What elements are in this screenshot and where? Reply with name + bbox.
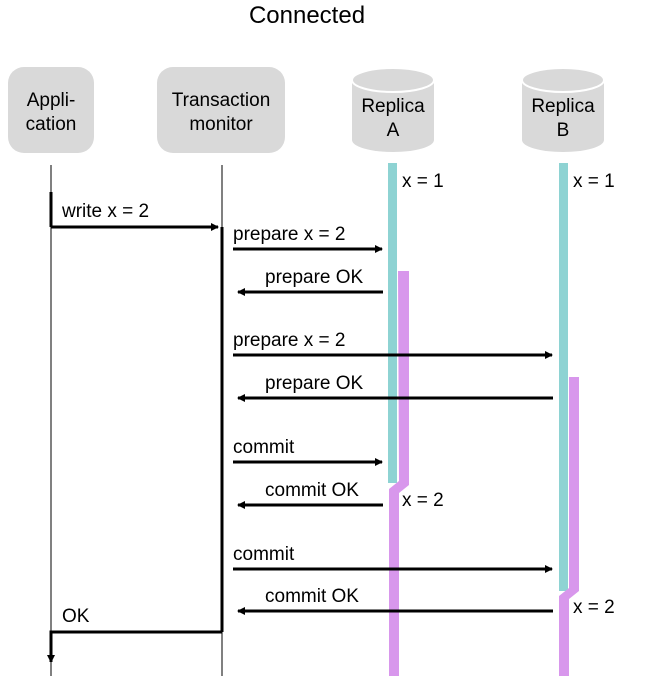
- replica-a-label-line1: Replica: [361, 96, 425, 117]
- replica-a-new-value-bar: [389, 271, 409, 676]
- replica-b-new-value-bar: [559, 377, 579, 676]
- commit-b-label: commit: [233, 544, 295, 565]
- participant-replica-a: Replica A: [351, 67, 435, 152]
- replica-a-cylinder-top: [351, 67, 435, 93]
- application-label-line2: cation: [26, 114, 77, 135]
- transaction-monitor-label-line2: monitor: [189, 114, 253, 135]
- replica-a-final-state: x = 2: [402, 490, 444, 511]
- replica-a-cylinder-icon: [352, 80, 434, 152]
- replica-b-old-value-bar: [559, 163, 568, 591]
- write-label: write x = 2: [61, 201, 149, 222]
- prepare-b-label: prepare x = 2: [233, 330, 346, 351]
- application-label-line1: Appli-: [27, 90, 76, 111]
- prepare-ok-a-label: prepare OK: [265, 267, 364, 288]
- replica-a-label-line2: A: [387, 120, 400, 141]
- replica-b-cylinder-icon: [522, 80, 604, 152]
- commit-ok-a-label: commit OK: [265, 480, 359, 501]
- replica-a-old-value-bar: [388, 163, 397, 483]
- prepare-ok-b-label: prepare OK: [265, 373, 364, 394]
- replica-b-final-state: x = 2: [573, 597, 615, 618]
- commit-ok-b-label: commit OK: [265, 586, 359, 607]
- prepare-a-label: prepare x = 2: [233, 224, 346, 245]
- transaction-monitor-label-line1: Transaction: [172, 90, 271, 111]
- replica-b-initial-state: x = 1: [573, 171, 615, 192]
- transaction-monitor-box: [157, 67, 285, 153]
- replica-b-label-line1: Replica: [531, 96, 595, 117]
- ok-arrow: [47, 630, 222, 663]
- replica-a-initial-state: x = 1: [402, 171, 444, 192]
- diagram-title: Connected: [249, 2, 365, 29]
- application-box: [8, 67, 94, 153]
- replica-b-cylinder-top: [521, 67, 605, 93]
- commit-a-label: commit: [233, 437, 295, 458]
- participant-replica-b: Replica B: [521, 67, 605, 152]
- ok-label: OK: [62, 606, 90, 627]
- participant-transaction-monitor: Transaction monitor: [157, 67, 285, 153]
- participant-application: Appli- cation: [8, 67, 94, 153]
- replica-b-label-line2: B: [557, 120, 570, 141]
